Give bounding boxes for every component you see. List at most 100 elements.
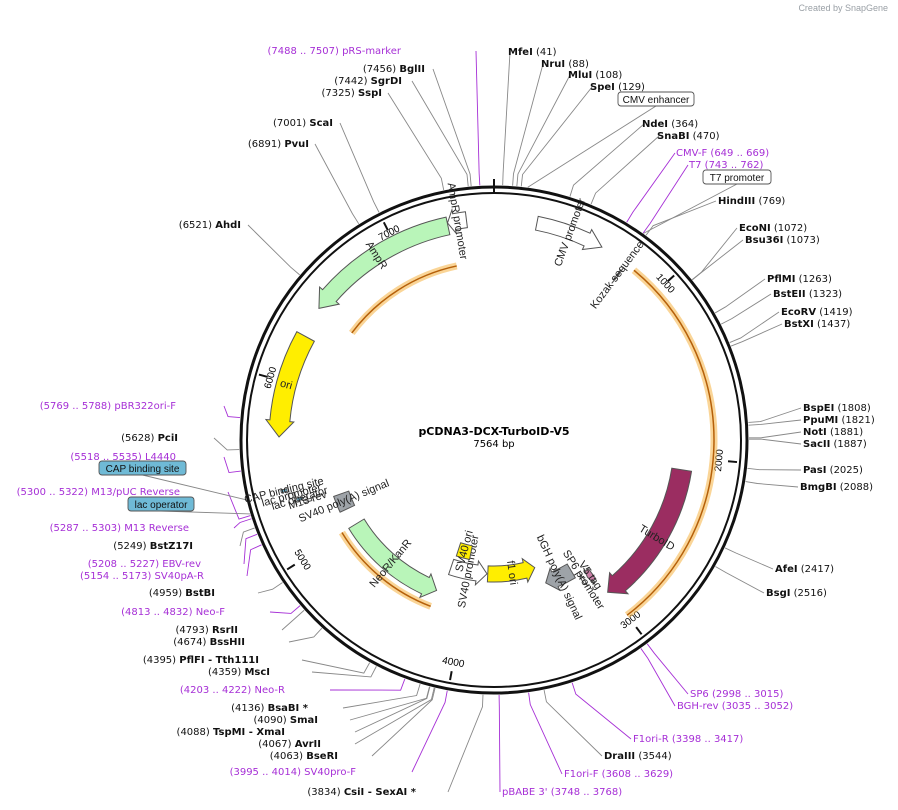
scale-tick <box>258 373 268 378</box>
leader-line <box>645 200 717 236</box>
site-position: (5518 .. 5535) <box>70 452 142 463</box>
feature-sv40-promoter[interactable] <box>447 558 488 587</box>
site-position: (1263) <box>799 274 832 285</box>
site-position: (4813 .. 4832) <box>121 607 193 618</box>
feature-sv40-ori[interactable] <box>455 542 473 561</box>
boxed-label-text-lac-operator-box: lac operator <box>135 500 188 511</box>
site-name: T7 <box>688 160 701 171</box>
leader-line <box>516 74 571 187</box>
site-position: (3544) <box>638 751 671 762</box>
scale-tick-label: 4000 <box>441 655 465 670</box>
site-position: (1808) <box>837 403 870 414</box>
feature-kozak[interactable] <box>611 267 625 284</box>
leader-line <box>246 544 262 577</box>
boxed-label-cap-binding-site[interactable] <box>98 460 187 476</box>
leader-line <box>354 687 435 745</box>
feature-neor-kanr[interactable] <box>348 518 438 599</box>
feature-cmv-promoter[interactable] <box>534 215 603 251</box>
feature-bgh-polya[interactable] <box>545 563 577 592</box>
site-position: (3748 .. 3768) <box>551 787 623 798</box>
feature-cap-site[interactable] <box>280 488 288 494</box>
site-position: (5300 .. 5322) <box>17 487 89 498</box>
leader-line <box>720 293 772 325</box>
site-name: BstEII <box>773 289 806 300</box>
site-name: SmaI <box>290 715 318 726</box>
feature-sv40-polya[interactable] <box>332 490 356 513</box>
site-position: (470) <box>693 131 720 142</box>
boxed-label-text-t7-promoter: T7 promoter <box>710 173 765 184</box>
highlight-line <box>351 265 457 334</box>
site-position: (1437) <box>817 319 850 330</box>
leader-line <box>387 92 445 191</box>
feature-lac-promoter[interactable] <box>287 491 296 500</box>
site-position: (5208 .. 5227) <box>88 559 160 570</box>
site-name: EcoNI <box>739 223 771 234</box>
site-position: (88) <box>568 59 589 70</box>
feature-label-ori: ori <box>279 378 294 393</box>
scale-tick <box>449 670 453 681</box>
label-leader-lines <box>142 50 802 793</box>
feature-ori[interactable] <box>264 330 316 438</box>
feature-ampr[interactable] <box>318 216 451 310</box>
site-label-bgh-rev: BGH-rev (3035 .. 3052) <box>677 701 793 712</box>
site-name: BsgI <box>766 588 790 599</box>
feature-turboid[interactable] <box>607 467 693 595</box>
leader-line <box>747 467 802 471</box>
leader-line <box>142 474 247 501</box>
boxed-label-cmv-enhancer[interactable] <box>617 91 695 107</box>
site-position: (2088) <box>840 482 873 493</box>
feature-label-f1-ori: f1 ori <box>504 560 519 586</box>
leader-line <box>301 659 371 674</box>
feature-m13-rev[interactable] <box>302 497 313 504</box>
site-label-pbr322ori-f: (5769 .. 5788) pBR322ori-F <box>40 401 176 412</box>
backbone-ring <box>239 179 749 695</box>
feature-lac-operator[interactable] <box>295 496 304 502</box>
site-position: (6521) <box>179 220 212 231</box>
site-label-noti: NotI (1881) <box>803 427 863 438</box>
site-label-scai: (7001) ScaI <box>273 118 333 129</box>
leader-line <box>730 323 783 347</box>
site-label-csii: (3834) CsiI - SexAI * <box>307 787 416 798</box>
site-position: (2516) <box>794 588 827 599</box>
site-label-mbgbi: BmgBI (2088) <box>800 482 873 493</box>
site-name: M13/pUC Reverse <box>91 487 180 498</box>
leader-line <box>590 135 660 205</box>
feature-f1-ori[interactable] <box>486 557 536 584</box>
site-position: (5628) <box>121 433 154 444</box>
boxed-label-text-cmv-enhancer: CMV enhancer <box>623 95 690 106</box>
site-label-pasi: PasI (2025) <box>803 465 863 476</box>
site-label-blgii: (7456) BglII <box>363 64 425 75</box>
leader-line <box>729 311 780 343</box>
site-position: (2998 .. 3015) <box>712 689 784 700</box>
site-label-m13puc-rev: (5300 .. 5322) M13/pUC Reverse <box>17 487 180 498</box>
site-name: M13 Reverse <box>124 523 189 534</box>
site-position: (769) <box>758 196 785 207</box>
site-name: SV40pro-F <box>304 767 356 778</box>
plasmid-name: pCDNA3-DCX-TurboID-V5 <box>418 425 569 438</box>
feature-ampr-promoter[interactable] <box>446 207 468 236</box>
leader-line <box>269 605 301 614</box>
leader-line <box>243 533 258 565</box>
site-name: BglII <box>399 64 425 75</box>
boxed-label-lac-operator-box[interactable] <box>127 496 195 512</box>
feature-sp6-promoter[interactable] <box>578 572 589 587</box>
leader-line <box>640 648 676 707</box>
site-name: Bsu36I <box>745 235 783 246</box>
leader-line <box>569 123 645 197</box>
feature-v5-tag[interactable] <box>582 567 597 585</box>
leader-line <box>239 527 255 547</box>
site-position: (364) <box>671 119 698 130</box>
leader-line <box>643 183 738 234</box>
site-name: L4440 <box>145 452 176 463</box>
site-label-f1ori-f: F1ori-F (3608 .. 3629) <box>564 769 673 780</box>
site-name: AhdI <box>215 220 241 231</box>
site-position: (7001) <box>273 118 306 129</box>
site-position: (1072) <box>774 223 807 234</box>
leader-line <box>646 643 689 695</box>
boxed-label-t7-promoter[interactable] <box>702 169 772 185</box>
site-name: AvrII <box>295 739 321 750</box>
leader-line <box>288 627 323 643</box>
center-title: pCDNA3-DCX-TurboID-V5 7564 bp <box>418 425 569 450</box>
